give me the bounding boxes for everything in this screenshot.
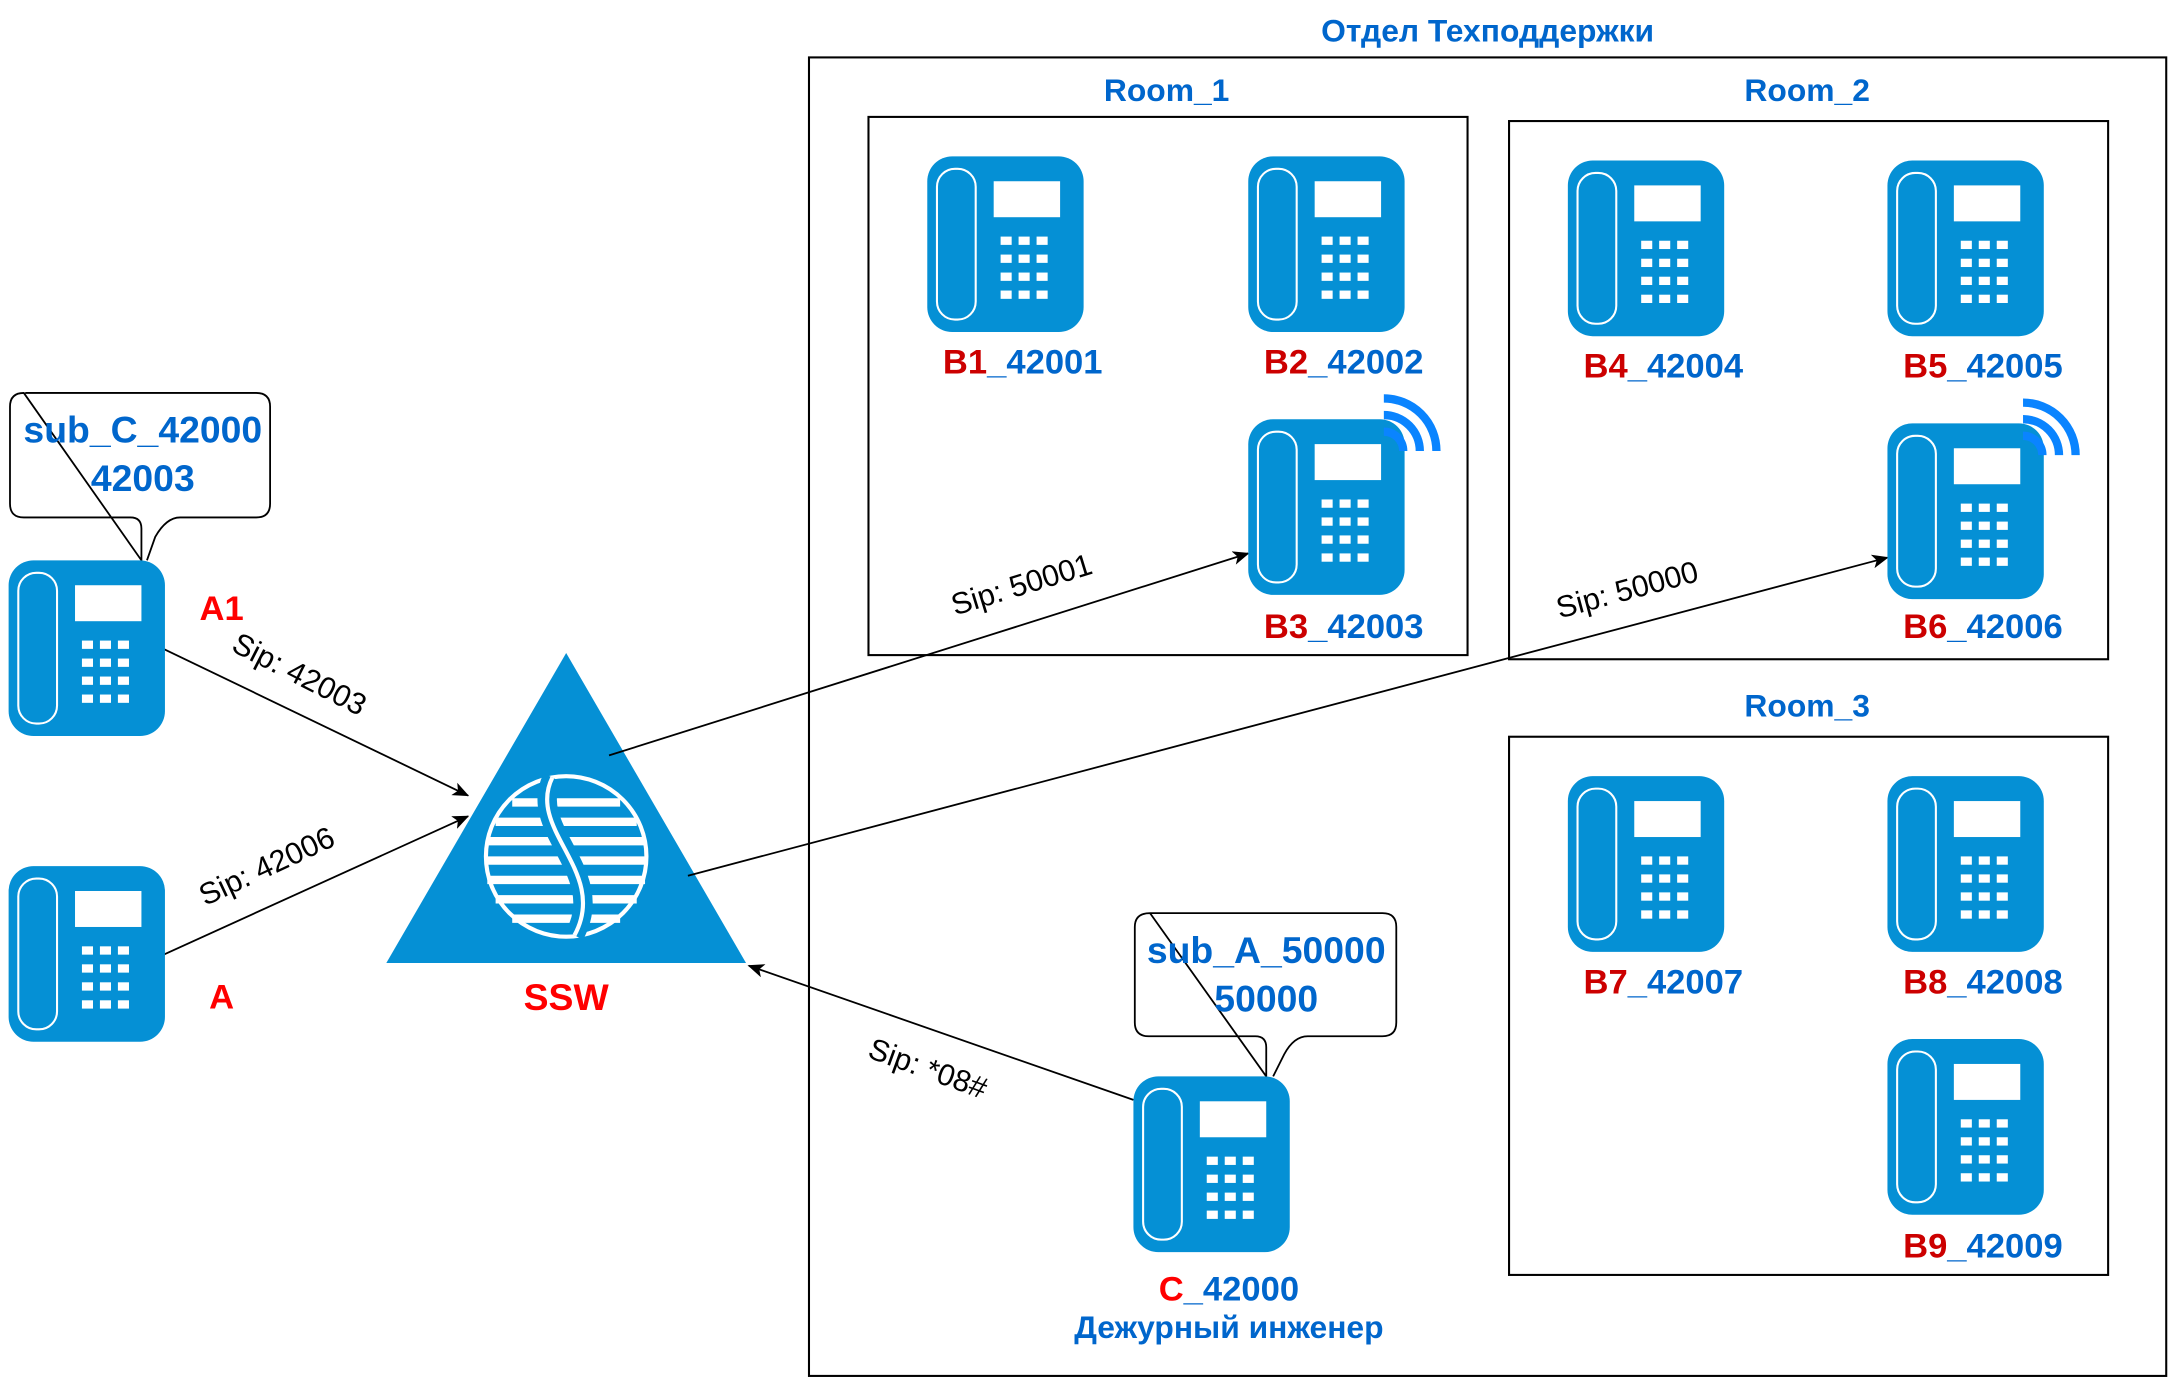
phone-prefix: B8 xyxy=(1903,963,1947,1001)
phone-number: _42003 xyxy=(1307,608,1423,646)
wifi-icon xyxy=(1383,394,1441,452)
phone-number: _42000 xyxy=(1183,1271,1299,1309)
phone-b6: B6_42006 xyxy=(1887,398,2080,646)
phone-prefix: B4 xyxy=(1584,348,1629,386)
phone-number: _42007 xyxy=(1627,963,1743,1001)
phone-number: _42002 xyxy=(1307,344,1423,382)
phone-b7: B7_42007 xyxy=(1567,776,1744,1001)
room-1-box xyxy=(867,115,1469,657)
phone-b4: B4_42004 xyxy=(1567,160,1744,386)
phone-prefix: B5 xyxy=(1903,348,1947,386)
callout-sub-a-line1: sub_A_50000 xyxy=(1147,929,1386,971)
phone-label: B3_42003 xyxy=(1264,608,1424,646)
phone-number: _42004 xyxy=(1627,348,1744,386)
room-3-box xyxy=(1508,735,2110,1276)
phone-prefix: B3 xyxy=(1264,608,1308,646)
phone-b3: B3_42003 xyxy=(1248,394,1441,646)
room-2-box xyxy=(1508,120,2110,661)
department-box xyxy=(807,56,2168,1377)
desk-phone-icon xyxy=(1133,1076,1290,1253)
phone-number: _42006 xyxy=(1946,608,2062,646)
phone-b2: B2_42002 xyxy=(1248,156,1424,382)
desk-phone-icon xyxy=(1887,776,2044,952)
phone-number: _42001 xyxy=(986,344,1102,382)
phone-a1: A1 xyxy=(8,560,244,737)
callout-sub-c xyxy=(9,392,271,564)
phone-a: A xyxy=(8,866,234,1042)
phone-number: _42009 xyxy=(1946,1228,2062,1266)
phone-b1: B1_42001 xyxy=(927,156,1103,382)
phone-label: B5_42005 xyxy=(1903,348,2063,386)
callout-sub-a xyxy=(1133,912,1398,1080)
phone-prefix: A1 xyxy=(200,590,244,628)
desk-phone-icon xyxy=(1887,423,2044,600)
desk-phone-icon xyxy=(8,866,165,1042)
softswitch-icon xyxy=(386,653,747,963)
phone-label: B9_42009 xyxy=(1903,1228,2063,1266)
phone-label: B2_42002 xyxy=(1264,344,1424,382)
phone-prefix: B6 xyxy=(1903,608,1947,646)
phone-number: _42005 xyxy=(1946,348,2062,386)
link-label: Sip: 50001 xyxy=(947,547,1096,622)
link-label: Sip: 42003 xyxy=(227,626,372,722)
desk-phone-icon xyxy=(1248,156,1405,333)
desk-phone-icon xyxy=(1887,160,2044,337)
phone-prefix: B9 xyxy=(1903,1228,1947,1266)
phone-b8: B8_42008 xyxy=(1887,776,2063,1001)
phone-label: B1_42001 xyxy=(943,344,1103,382)
room-3-label: Room_3 xyxy=(1744,688,1870,724)
phone-label: B4_42004 xyxy=(1584,348,1744,386)
phone-b9: B9_42009 xyxy=(1887,1039,2063,1266)
phone-label: C_42000 xyxy=(1159,1271,1299,1309)
ssw-label: SSW xyxy=(524,976,610,1018)
desk-phone-icon xyxy=(927,156,1084,333)
link-label: Sip: 42006 xyxy=(194,820,340,912)
link-label: Sip: *08# xyxy=(864,1032,992,1106)
callout-sub-c-line2: 42003 xyxy=(91,457,195,499)
callout-sub-a-line2: 50000 xyxy=(1214,977,1318,1019)
room-2-label: Room_2 xyxy=(1744,72,1870,108)
desk-phone-icon xyxy=(1567,776,1725,952)
phone-prefix: B7 xyxy=(1584,963,1628,1001)
desk-phone-icon xyxy=(1248,419,1405,595)
phone-prefix: B1 xyxy=(943,344,987,382)
phone-label: A1 xyxy=(200,590,244,628)
phone-label: B8_42008 xyxy=(1903,963,2063,1001)
link-label: Sip: 50000 xyxy=(1553,555,1702,625)
phone-label: B7_42007 xyxy=(1584,963,1744,1001)
phone-prefix: B2 xyxy=(1264,344,1308,382)
desk-phone-icon xyxy=(1567,160,1725,337)
department-title: Отдел Техподдержки xyxy=(1321,13,1654,49)
phone-number: _42008 xyxy=(1946,963,2062,1001)
phone-label: B6_42006 xyxy=(1903,608,2063,646)
link-c-ssw: Sip: *08# xyxy=(747,964,1134,1106)
phone-prefix: C xyxy=(1159,1271,1184,1309)
room-1-label: Room_1 xyxy=(1104,72,1230,108)
phone-role: Дежурный инженер xyxy=(1074,1309,1383,1345)
phone-label: A xyxy=(209,979,234,1017)
callout-sub-c-line1: sub_C_42000 xyxy=(23,409,262,451)
link-ssw-b3: Sip: 50001 xyxy=(608,547,1250,757)
wifi-icon xyxy=(2022,398,2080,456)
phone-prefix: A xyxy=(209,979,234,1017)
desk-phone-icon xyxy=(8,560,165,737)
phone-b5: B5_42005 xyxy=(1887,160,2063,386)
link-a1-ssw: Sip: 42003 xyxy=(163,626,470,797)
desk-phone-icon xyxy=(1887,1039,2044,1215)
